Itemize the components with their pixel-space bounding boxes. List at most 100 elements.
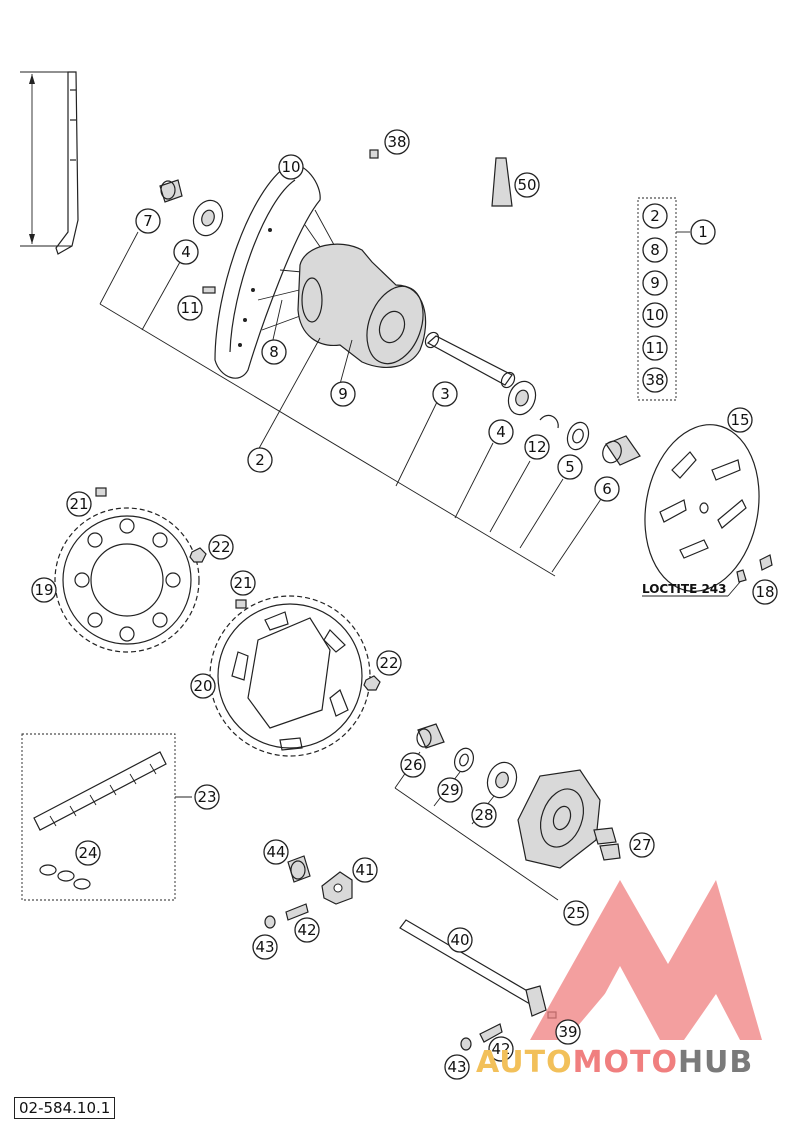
svg-text:4: 4 bbox=[496, 423, 506, 441]
svg-text:10: 10 bbox=[645, 306, 664, 324]
callout-20: 20 bbox=[190, 673, 216, 699]
svg-text:21: 21 bbox=[69, 495, 88, 513]
svg-text:20: 20 bbox=[193, 677, 212, 695]
sprocket-small bbox=[209, 595, 371, 757]
callout-22-repeat: 22 bbox=[376, 650, 402, 676]
callout-41: 41 bbox=[352, 857, 378, 883]
svg-text:19: 19 bbox=[34, 581, 53, 599]
svg-text:22: 22 bbox=[379, 654, 398, 672]
callout-19: 19 bbox=[31, 577, 57, 603]
svg-text:10: 10 bbox=[281, 158, 300, 176]
adjuster-nut-43 bbox=[264, 915, 276, 929]
svg-text:40: 40 bbox=[450, 931, 469, 949]
carrier-sleeve bbox=[416, 723, 445, 749]
watermark-auto: AUTO bbox=[476, 1045, 573, 1080]
watermark-moto: MOTO bbox=[572, 1045, 678, 1080]
callout-43-repeat: 43 bbox=[444, 1054, 470, 1080]
callout-10: 10 bbox=[278, 154, 304, 180]
svg-text:42: 42 bbox=[491, 1040, 510, 1058]
callout-9: 9 bbox=[330, 381, 356, 407]
document-code: 02-584.10.1 bbox=[14, 1097, 116, 1119]
wheel-bearing-left bbox=[192, 199, 224, 237]
callout-22: 22 bbox=[208, 534, 234, 560]
valve-nipple bbox=[369, 149, 379, 159]
kit-callout-8: 8 bbox=[642, 237, 668, 263]
svg-text:41: 41 bbox=[355, 861, 374, 879]
callout-18: 18 bbox=[752, 579, 778, 605]
adjuster-screw-42b bbox=[479, 1023, 503, 1043]
spacer-sleeve-right bbox=[602, 435, 641, 466]
callout-29: 29 bbox=[437, 777, 463, 803]
svg-text:50: 50 bbox=[517, 176, 536, 194]
svg-text:21: 21 bbox=[233, 574, 252, 592]
svg-text:9: 9 bbox=[338, 385, 348, 403]
svg-text:12: 12 bbox=[527, 438, 546, 456]
svg-text:4: 4 bbox=[181, 243, 191, 261]
callout-23: 23 bbox=[194, 784, 220, 810]
svg-text:11: 11 bbox=[645, 339, 664, 357]
sprocket-large bbox=[54, 507, 200, 653]
callout-21: 21 bbox=[66, 491, 92, 517]
chain-joint bbox=[39, 864, 91, 890]
callout-15: 15 bbox=[727, 407, 753, 433]
svg-text:38: 38 bbox=[387, 133, 406, 151]
svg-text:1: 1 bbox=[698, 223, 708, 241]
svg-text:38: 38 bbox=[645, 371, 664, 389]
svg-text:3: 3 bbox=[440, 385, 450, 403]
svg-text:26: 26 bbox=[403, 756, 422, 774]
callout-2: 2 bbox=[247, 447, 273, 473]
svg-text:44: 44 bbox=[266, 843, 285, 861]
circlip bbox=[539, 414, 559, 429]
callout-group: 1234567891011121518192021222324252627282… bbox=[31, 129, 778, 1080]
spoke-drawing bbox=[20, 71, 79, 255]
svg-text:39: 39 bbox=[558, 1023, 577, 1041]
svg-text:2: 2 bbox=[650, 207, 660, 225]
rear-rim bbox=[214, 163, 321, 379]
callout-4-repeat: 4 bbox=[173, 239, 199, 265]
callout-6: 6 bbox=[594, 476, 620, 502]
carrier-bearing bbox=[486, 761, 518, 799]
callout-3: 3 bbox=[432, 381, 458, 407]
svg-text:25: 25 bbox=[566, 904, 585, 922]
svg-text:9: 9 bbox=[650, 274, 660, 292]
rear-hub bbox=[297, 243, 427, 368]
grease-tube bbox=[491, 157, 513, 207]
callout-11: 11 bbox=[177, 295, 203, 321]
kit-callout-38: 38 bbox=[642, 367, 668, 393]
kit-callout-2: 2 bbox=[642, 203, 668, 229]
callout-21-repeat: 21 bbox=[230, 570, 256, 596]
wheel-axle-spacer bbox=[424, 331, 516, 389]
adjuster-screw-42 bbox=[285, 903, 309, 921]
sprocket-nut-upper bbox=[189, 547, 207, 563]
callout-24: 24 bbox=[75, 840, 101, 866]
callout-12: 12 bbox=[524, 434, 550, 460]
callout-38: 38 bbox=[384, 129, 410, 155]
svg-text:5: 5 bbox=[565, 458, 575, 476]
svg-text:8: 8 bbox=[650, 241, 660, 259]
sprocket-carrier bbox=[517, 769, 601, 869]
svg-text:15: 15 bbox=[730, 411, 749, 429]
sprocket-screw-upper bbox=[95, 487, 107, 497]
spoke-nipple bbox=[202, 286, 216, 294]
callout-4: 4 bbox=[488, 419, 514, 445]
watermark-hub: HUB bbox=[677, 1045, 754, 1080]
carrier-seal bbox=[453, 747, 475, 773]
chain bbox=[33, 751, 167, 831]
svg-text:42: 42 bbox=[297, 921, 316, 939]
callout-42-repeat: 42 bbox=[488, 1036, 514, 1062]
callout-7: 7 bbox=[135, 208, 161, 234]
svg-text:27: 27 bbox=[632, 836, 651, 854]
callout-40: 40 bbox=[447, 927, 473, 953]
chain-box bbox=[21, 733, 192, 901]
damper-rubbers bbox=[593, 827, 621, 861]
callout-27: 27 bbox=[629, 832, 655, 858]
callout-39: 39 bbox=[555, 1019, 581, 1045]
svg-text:6: 6 bbox=[602, 480, 612, 498]
kit-box bbox=[637, 197, 690, 401]
shaft-seal bbox=[566, 421, 590, 451]
svg-text:8: 8 bbox=[269, 343, 279, 361]
kit-callout-10: 10 bbox=[642, 302, 668, 328]
callout-28: 28 bbox=[471, 802, 497, 828]
svg-text:18: 18 bbox=[755, 583, 774, 601]
